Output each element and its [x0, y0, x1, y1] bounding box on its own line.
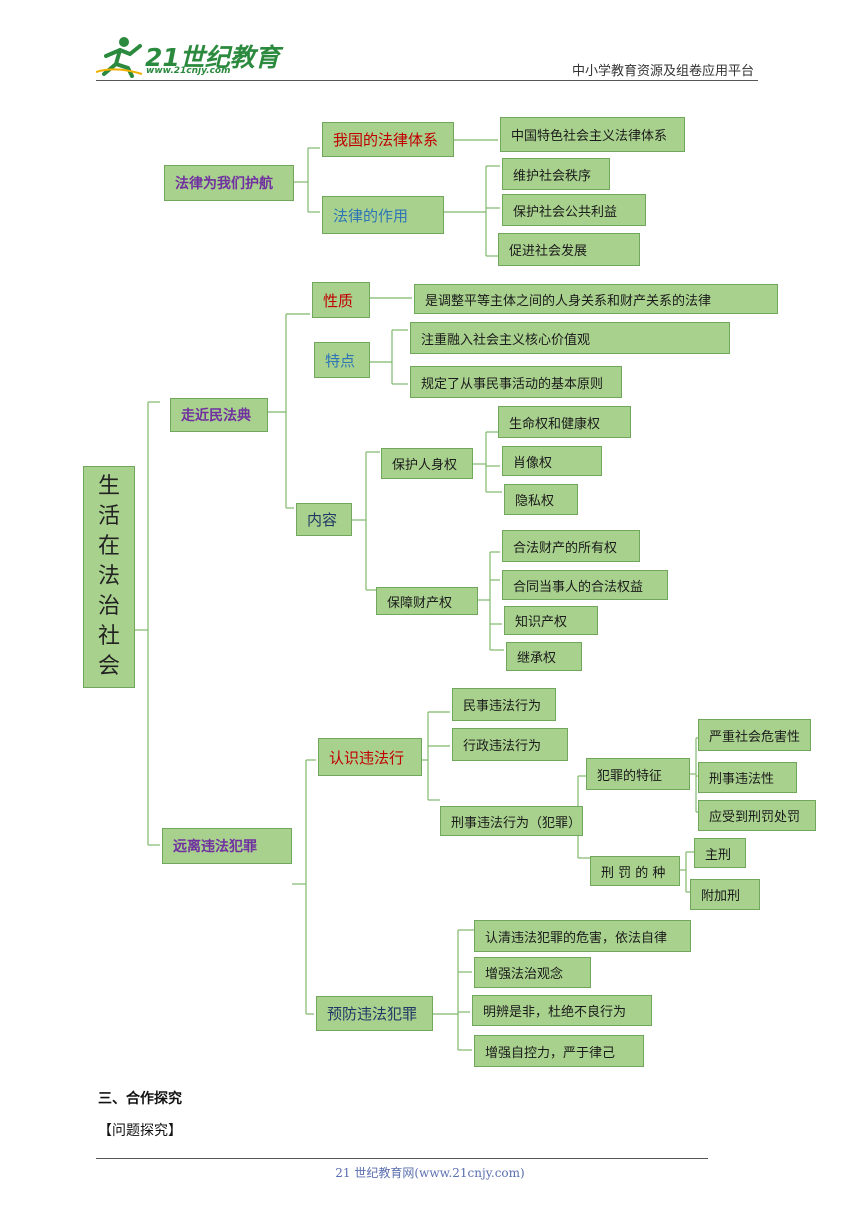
node-penalty-item: 主刑	[694, 838, 746, 868]
node-penalty-type: 刑 罚 的 种	[590, 856, 680, 886]
node-feature-item: 规定了从事民事活动的基本原则	[410, 366, 622, 398]
footer-link[interactable]: 21 世纪教育网(www.21cnjy.com)	[335, 1166, 525, 1180]
node-property-item: 知识产权	[504, 606, 598, 635]
root-char: 活	[97, 504, 120, 529]
node-feature: 特点	[314, 342, 370, 378]
branch-law-protect: 法律为我们护航	[164, 165, 294, 201]
node-feature-item: 注重融入社会主义核心价值观	[410, 322, 730, 354]
platform-name: 中小学教育资源及组卷应用平台	[571, 64, 754, 79]
logo-url: www.21cnjy.com	[146, 66, 231, 76]
root-char: 会	[97, 654, 120, 679]
footer-divider	[96, 1158, 708, 1159]
node-personal-rights: 保护人身权	[381, 448, 473, 479]
node-crime-feature-item: 严重社会危害性	[698, 719, 811, 751]
node-penalty-item: 附加刑	[690, 879, 760, 910]
node-personal-item: 隐私权	[504, 484, 578, 515]
node-role-item: 促进社会发展	[498, 233, 640, 266]
logo-runner-icon	[96, 37, 143, 78]
node-illegal-item: 民事违法行为	[452, 688, 556, 721]
root-char: 治	[97, 594, 120, 619]
root-node: 生 活 在 法 治 社 会	[83, 466, 135, 688]
root-char: 生	[97, 474, 120, 499]
node-legal-system: 我国的法律体系	[322, 122, 454, 157]
logo-text: 21世纪教育	[145, 43, 280, 72]
node-law-role: 法律的作用	[322, 196, 444, 234]
node-legal-system-item: 中国特色社会主义法律体系	[500, 117, 685, 152]
node-illegal-item: 刑事违法行为（犯罪）	[440, 806, 583, 836]
root-char: 法	[97, 564, 120, 589]
node-prevent-crime: 预防违法犯罪	[316, 996, 433, 1031]
node-personal-item: 肖像权	[502, 446, 602, 476]
root-char: 社	[97, 624, 120, 649]
node-role-item: 维护社会秩序	[502, 158, 610, 190]
node-content: 内容	[296, 503, 352, 536]
section-title: 三、合作探究	[98, 1091, 182, 1107]
branch-avoid-crime: 远离违法犯罪	[162, 828, 292, 864]
node-nature-item: 是调整平等主体之间的人身关系和财产关系的法律	[414, 284, 778, 314]
header-divider	[96, 80, 758, 81]
node-nature: 性质	[312, 282, 370, 318]
subsection-title: 【问题探究】	[98, 1123, 182, 1139]
node-property-item: 继承权	[506, 642, 582, 671]
node-property-rights: 保障财产权	[376, 587, 478, 615]
node-personal-item: 生命权和健康权	[498, 406, 631, 438]
node-prevent-item: 增强法治观念	[474, 957, 591, 988]
root-char: 在	[97, 534, 120, 559]
node-prevent-item: 认清违法犯罪的危害，依法自律	[474, 920, 691, 952]
node-crime-feature-item: 刑事违法性	[698, 762, 797, 793]
node-prevent-item: 增强自控力，严于律己	[474, 1035, 644, 1067]
node-know-illegal: 认识违法行	[318, 738, 422, 776]
node-property-item: 合法财产的所有权	[502, 530, 640, 562]
node-crime-feature-item: 应受到刑罚处罚	[698, 800, 816, 831]
node-role-item: 保护社会公共利益	[502, 194, 646, 226]
node-illegal-item: 行政违法行为	[452, 728, 568, 761]
node-crime-feature: 犯罪的特征	[586, 758, 690, 790]
node-prevent-item: 明辨是非，杜绝不良行为	[472, 995, 652, 1026]
branch-civil-code: 走近民法典	[170, 398, 268, 432]
node-property-item: 合同当事人的合法权益	[502, 570, 668, 600]
